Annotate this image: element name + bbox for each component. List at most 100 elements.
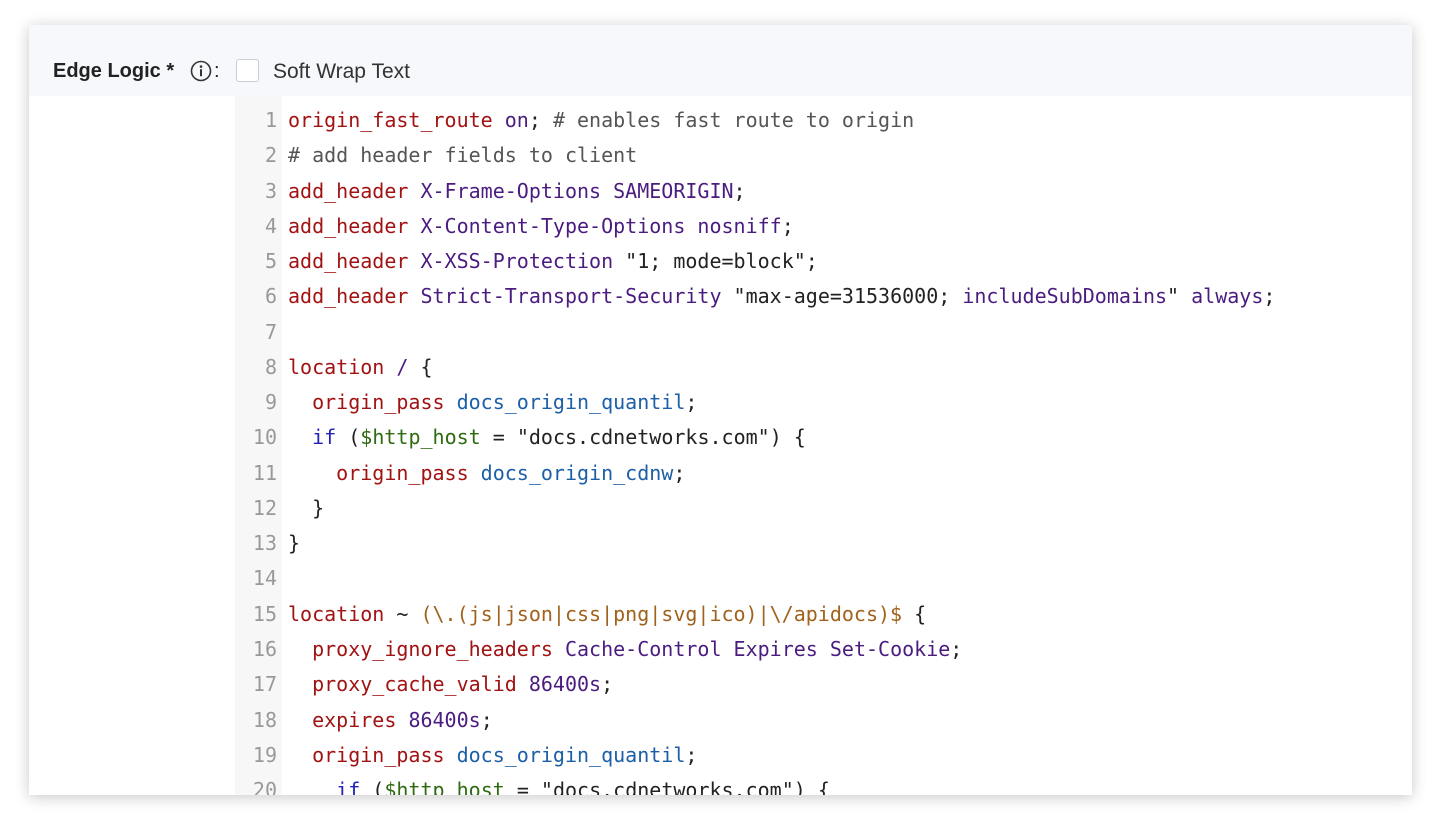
code-token-plain: ; [673, 460, 686, 485]
line-text: add_header Strict-Transport-Security "ma… [288, 279, 1275, 314]
code-token-plain [288, 390, 312, 414]
line-text: expires 86400s; [288, 703, 493, 738]
code-token-upstream: docs_origin_quantil [456, 742, 686, 767]
code-line[interactable]: 16 proxy_ignore_headers Cache-Control Ex… [235, 632, 1412, 667]
line-number: 16 [252, 636, 277, 661]
code-token-plain: { [902, 601, 927, 626]
code-token-directive: proxy_cache_valid [312, 672, 517, 697]
code-token-value: X-Content-Type-Options nosniff [420, 213, 782, 238]
line-number: 20 [252, 778, 277, 795]
code-token-value: 86400s [408, 707, 481, 732]
line-number: 3 [264, 178, 277, 203]
code-token-variable: $http_host [360, 425, 481, 450]
code-token-value: on [504, 108, 529, 132]
code-token-plain: " [1167, 284, 1192, 309]
line-text: origin_pass docs_origin_quantil; [288, 738, 697, 773]
edge-logic-label: Edge Logic * [53, 60, 175, 82]
code-token-plain [396, 708, 408, 732]
code-line[interactable]: 5 add_header X-XSS-Protection "1; mode=bl… [235, 244, 1412, 279]
line-number: 19 [252, 742, 277, 767]
code-token-directive: location [288, 601, 385, 626]
line-number: 10 [252, 425, 277, 450]
code-line[interactable]: 20 if ($http_host = "docs.cdnetworks.com… [235, 773, 1412, 795]
label-colon: : [214, 60, 220, 82]
line-number: 17 [252, 672, 277, 697]
line-number: 7 [264, 319, 277, 344]
code-token-plain: } [288, 495, 325, 520]
code-token-directive: origin_pass [312, 742, 445, 767]
code-token-plain [408, 284, 420, 308]
code-token-plain: ( [336, 425, 361, 450]
code-token-upstream: docs_origin_quantil [456, 390, 686, 415]
code-token-upstream: docs_origin_cdnw [480, 460, 674, 485]
code-line[interactable]: 13} [235, 526, 1412, 561]
field-header: Edge Logic * : Soft Wrap Text [29, 25, 1412, 96]
line-number: 4 [264, 213, 277, 238]
code-token-plain [493, 108, 505, 132]
code-token-plain: ; [733, 178, 746, 203]
code-line[interactable]: 3 add_header X-Frame-Options SAMEORIGIN; [235, 174, 1412, 209]
code-line[interactable]: 18 expires 86400s; [235, 703, 1412, 738]
code-line[interactable]: 2# add header fields to client [235, 138, 1412, 173]
code-line[interactable]: 4 add_header X-Content-Type-Options nosni… [235, 209, 1412, 244]
code-token-comment: # add header fields to client [288, 143, 638, 168]
code-token-plain [288, 637, 312, 661]
code-token-plain: ; [685, 390, 698, 415]
line-number-gutter [235, 96, 282, 795]
soft-wrap-label[interactable]: Soft Wrap Text [273, 60, 410, 83]
line-text: } [288, 526, 300, 561]
line-text: add_header X-Content-Type-Options nosnif… [288, 209, 794, 244]
code-line[interactable]: 14 [235, 561, 1412, 596]
code-token-value: Cache-Control Expires Set-Cookie [564, 636, 951, 661]
info-circle-icon[interactable] [190, 60, 212, 82]
line-text: if ($http_host = "docs.cdnetworks.com") … [288, 773, 830, 795]
code-token-directive: add_header [288, 249, 409, 274]
code-token-plain [553, 637, 565, 661]
code-token-plain: "max-age=31536000; [721, 284, 963, 309]
line-number: 6 [264, 284, 277, 309]
code-line[interactable]: 12 } [235, 491, 1412, 526]
soft-wrap-checkbox[interactable] [236, 59, 259, 82]
line-number: 13 [252, 531, 277, 556]
code-line[interactable]: 9 origin_pass docs_origin_quantil; [235, 385, 1412, 420]
code-token-plain: ; [480, 707, 493, 732]
code-token-plain [469, 461, 481, 485]
line-text: origin_pass docs_origin_cdnw; [288, 456, 685, 491]
code-line[interactable]: 19 origin_pass docs_origin_quantil; [235, 738, 1412, 773]
line-number: 8 [264, 354, 277, 379]
code-token-value: Strict-Transport-Security [420, 284, 722, 309]
line-text: origin_pass docs_origin_quantil; [288, 385, 697, 420]
code-token-regex: (\.(js|json|css|png|svg|ico)|\/apidocs)$ [420, 601, 903, 626]
code-token-plain [384, 355, 396, 379]
line-number: 18 [252, 707, 277, 732]
code-token-plain: ; [601, 672, 614, 697]
code-token-directive: origin_pass [336, 460, 469, 485]
code-line[interactable]: 10 if ($http_host = "docs.cdnetworks.com… [235, 420, 1412, 455]
code-token-value: X-XSS-Protection [420, 249, 614, 274]
code-token-plain: ; [528, 108, 553, 132]
code-token-plain [288, 708, 312, 732]
code-token-plain [445, 743, 457, 767]
code-token-plain [288, 743, 312, 767]
line-text: if ($http_host = "docs.cdnetworks.com") … [288, 420, 806, 455]
line-number: 5 [264, 249, 277, 274]
code-token-plain: "1; mode=block"; [613, 249, 818, 274]
code-line[interactable]: 6 add_header Strict-Transport-Security "m… [235, 279, 1412, 314]
code-token-variable: $http_host [384, 778, 505, 795]
code-token-plain [288, 778, 336, 795]
code-line[interactable]: 17 proxy_cache_valid 86400s; [235, 667, 1412, 702]
code-token-value: 86400s [528, 672, 602, 697]
code-token-plain [445, 390, 457, 414]
code-token-keyword: if [312, 425, 337, 450]
code-line[interactable]: 11 origin_pass docs_origin_cdnw; [235, 456, 1412, 491]
code-line[interactable]: 7 [235, 315, 1412, 350]
code-token-plain [288, 672, 312, 696]
code-token-directive: origin_pass [312, 390, 445, 415]
line-text: add_header X-Frame-Options SAMEORIGIN; [288, 174, 746, 209]
